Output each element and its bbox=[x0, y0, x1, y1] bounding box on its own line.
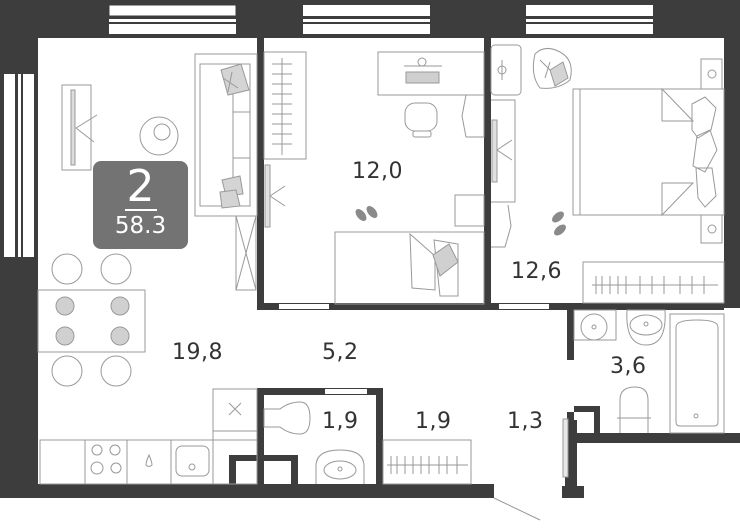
bedroom-2-furniture bbox=[490, 44, 725, 304]
windows bbox=[4, 4, 653, 257]
room-area-hallway: 5,2 bbox=[322, 340, 359, 365]
room-area-living-kitchen: 19,8 bbox=[172, 340, 223, 365]
room-area-toilet: 1,9 bbox=[322, 409, 359, 434]
total-area: 58.3 bbox=[114, 213, 167, 239]
room-area-bedroom-small: 12,0 bbox=[352, 159, 403, 184]
apartment-badge: 2 58.3 bbox=[93, 161, 188, 249]
window-top-3 bbox=[526, 5, 653, 34]
window-left bbox=[4, 74, 34, 257]
room-area-wardrobe: 1,9 bbox=[415, 409, 452, 434]
interior-walls bbox=[229, 38, 740, 486]
bedroom-1-furniture bbox=[263, 51, 485, 305]
living-room-furniture bbox=[37, 53, 258, 485]
door-openings bbox=[279, 304, 573, 412]
window-top-2 bbox=[303, 5, 430, 34]
slippers-icon bbox=[355, 206, 566, 236]
room-area-bathroom: 3,6 bbox=[610, 354, 647, 379]
door-leaves bbox=[264, 119, 569, 521]
room-count: 2 bbox=[124, 161, 157, 212]
room-area-entrance: 1,3 bbox=[507, 409, 544, 434]
room-area-bedroom-master: 12,6 bbox=[511, 259, 562, 284]
window-top-1 bbox=[108, 4, 237, 34]
bath-fixtures bbox=[263, 309, 725, 485]
